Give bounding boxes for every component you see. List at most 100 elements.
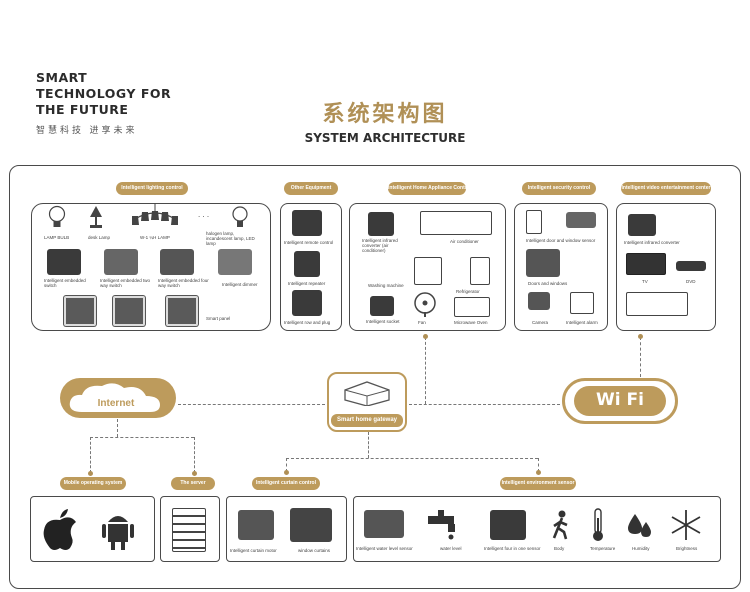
environment-panel <box>353 496 721 562</box>
doors-windows-label: Doors and windows <box>528 281 568 286</box>
lamp-bulb-label: LAMP BULB <box>44 235 70 240</box>
gateway-wifi-line <box>409 404 560 405</box>
desk-lamp-label: desk Lamp <box>88 235 111 240</box>
water-level-sensor-icon <box>364 510 404 538</box>
window-curtain-label: window curtains <box>298 548 331 553</box>
plug-icon <box>292 290 322 316</box>
air-conditioner-icon <box>420 211 492 235</box>
internet-gateway-line <box>178 404 325 405</box>
server-tag: The server <box>171 477 215 490</box>
socket-label: Intelligent socket <box>366 319 400 324</box>
cloud-icon <box>69 383 160 412</box>
curtain-link-dot <box>284 470 289 475</box>
other-equipment-tag: Other Equipment <box>284 182 338 195</box>
washing-machine-label: Washing machine <box>368 283 404 288</box>
body-icon <box>552 510 568 540</box>
curtain-motor-icon <box>238 510 274 540</box>
gateway-icon <box>344 381 390 406</box>
washing-machine-icon <box>414 257 442 285</box>
android-icon <box>102 516 134 550</box>
curtain-tag: Intelligent curtain control <box>252 477 320 490</box>
four-way-switch-icon <box>160 249 194 275</box>
two-way-switch-icon <box>104 249 138 275</box>
environment-tag: Intelligent environment sensor <box>500 477 576 490</box>
appliance-link-dot <box>423 334 428 339</box>
dimmer-label: Intelligent dimmer <box>222 282 258 287</box>
air-conditioner-label: Air conditioner <box>450 239 479 244</box>
window-curtain-icon <box>290 508 332 542</box>
smart-panel-1-icon <box>64 296 96 326</box>
snowflake-icon <box>671 510 701 540</box>
water-level-label: water level <box>440 546 462 551</box>
page-title-cn: 系统架构图 <box>322 102 448 127</box>
pendant-label: W-1 ¼H LAMP <box>140 235 170 240</box>
remote-control-label: Intelligent remote control <box>284 240 334 245</box>
security-tag: Intelligent security control <box>522 182 596 195</box>
video-ir-converter-icon <box>628 214 656 236</box>
four-in-one-sensor-icon <box>490 510 526 540</box>
video-link-dot <box>638 334 643 339</box>
gateway-branch-line <box>286 458 538 459</box>
apple-icon <box>43 509 76 550</box>
curtain-link-line <box>286 458 287 472</box>
mobile-link-dot <box>88 471 93 476</box>
chandelier-icon <box>132 203 178 225</box>
gateway-down-line <box>368 432 369 458</box>
server-rack-icon <box>172 508 206 552</box>
halogen-bulb-icon <box>232 206 248 227</box>
dvd-icon <box>676 261 706 271</box>
alarm-label: Intelligent alarm <box>566 320 598 325</box>
curtain-motor-label: Intelligent curtain motor <box>230 548 277 553</box>
bulb-icon <box>48 205 66 227</box>
repeater-icon <box>294 251 320 277</box>
brand-slogan: SMART TECHNOLOGY FOR THE FUTURE <box>36 70 171 118</box>
humidity-icon <box>628 514 651 537</box>
fan-label: Fan <box>418 320 426 325</box>
brand-line-2: TECHNOLOGY FOR <box>36 86 172 101</box>
camera-label: Camera <box>532 320 549 325</box>
door-sensor-door-icon <box>526 210 542 234</box>
two-way-switch-label: Intelligent embedded two way switch <box>100 278 151 288</box>
water-level-sensor-label: Intelligent water level sensor <box>356 546 413 551</box>
tv-label: TV <box>642 279 648 284</box>
environment-link-line <box>538 458 539 472</box>
refrigerator-icon <box>470 257 490 285</box>
ir-converter-label: Intelligent infrared converter (air cond… <box>362 238 398 253</box>
windows-icon <box>526 249 560 277</box>
lighting-tag: Intelligent lighting control <box>116 182 188 195</box>
dvd-label: DVD <box>686 279 696 284</box>
server-link-line <box>194 437 195 473</box>
smart-panel-2-icon <box>113 296 145 326</box>
server-link-dot <box>192 471 197 476</box>
camera-icon <box>528 292 550 310</box>
smart-panel-label: Smart panel <box>206 316 231 321</box>
appliance-tag: Intelligent Home Appliance Control <box>388 182 466 195</box>
brightness-label: Brightness <box>676 546 698 551</box>
four-way-switch-label: Intelligent embedded four way switch <box>158 278 209 288</box>
mobile-tag: Mobile operating system <box>60 477 126 490</box>
remote-control-icon <box>292 210 322 236</box>
body-label: Body <box>554 546 565 551</box>
internet-label: Internet <box>97 398 135 409</box>
wifi-label: Wi Fi <box>596 390 644 410</box>
halogen-label: halogen lamp, incandescent lamp, LED lam… <box>206 231 255 246</box>
page-title-en: SYSTEM ARCHITECTURE <box>304 131 466 145</box>
video-tag: Intelligent video entertainment center <box>621 182 711 195</box>
desk-lamp-icon <box>90 206 102 228</box>
thermometer-icon <box>593 508 603 541</box>
brand-line-3: THE FUTURE <box>36 102 129 117</box>
microwave-label: Microwave Oven <box>454 320 488 325</box>
humidity-label: Humidity <box>632 546 650 551</box>
dimmer-icon <box>218 249 252 275</box>
video-ir-converter-label: Intelligent infrared converter <box>624 240 680 245</box>
tv-icon <box>626 253 666 275</box>
mobile-link-line <box>90 437 91 473</box>
embedded-switch-icon <box>47 249 81 275</box>
ir-converter-icon <box>368 212 394 236</box>
socket-icon <box>370 296 394 316</box>
gateway-label: Smart home gateway <box>331 414 403 427</box>
environment-link-dot <box>536 470 541 475</box>
four-in-one-sensor-label: Intelligent four in one sensor <box>484 546 541 551</box>
speakers-icon <box>626 292 688 316</box>
more-dots: . . . <box>198 210 210 219</box>
